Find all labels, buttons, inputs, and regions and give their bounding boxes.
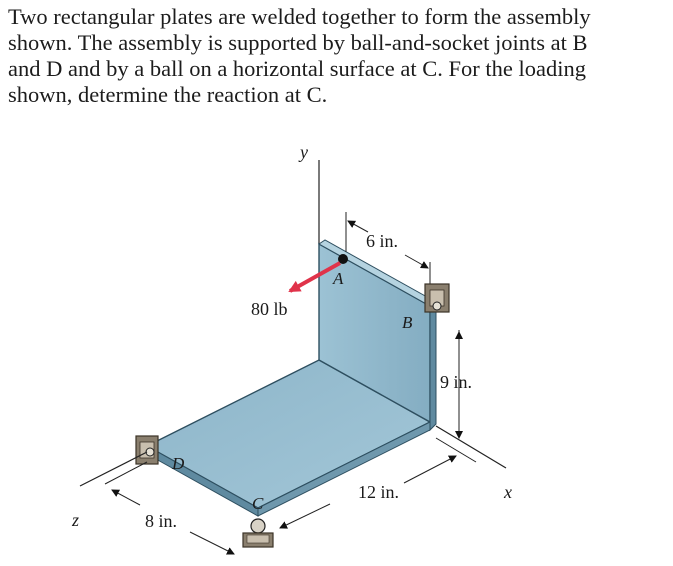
dim-12-ext xyxy=(435,437,477,463)
y-axis-label: y xyxy=(298,142,308,162)
z-axis-label: z xyxy=(71,510,79,530)
problem-paragraph: Two rectangular plates are welded togeth… xyxy=(8,4,668,108)
dim-6-arrow-left xyxy=(347,220,369,233)
dim-9-label: 9 in. xyxy=(440,372,472,392)
dim-12-arrow-right xyxy=(403,455,457,484)
dim-8-arrow-left xyxy=(111,489,141,506)
problem-line-4: shown, determine the reaction at C. xyxy=(8,82,328,107)
point-D-label: D xyxy=(171,454,185,473)
support-C xyxy=(242,518,274,548)
point-C-label: C xyxy=(252,494,264,513)
force-label: 80 lb xyxy=(251,299,288,319)
dim-8-ext xyxy=(104,461,148,485)
force-arrow xyxy=(288,261,341,293)
dim-6-label: 6 in. xyxy=(366,231,398,251)
dim-6-arrow-right xyxy=(404,254,429,269)
problem-line-1: Two rectangular plates are welded togeth… xyxy=(8,4,591,29)
dim-8-arrow-right xyxy=(189,531,235,555)
support-B xyxy=(424,283,450,313)
problem-line-3: and D and by a ball on a horizontal surf… xyxy=(8,56,586,81)
point-A-marker xyxy=(338,254,348,264)
point-A-label: A xyxy=(332,269,344,288)
vertical-plate-edge-side xyxy=(429,301,437,432)
dim-8-label: 8 in. xyxy=(145,511,177,531)
problem-statement: Two rectangular plates are welded togeth… xyxy=(8,4,668,108)
problem-line-2: shown. The assembly is supported by ball… xyxy=(8,30,588,55)
dim-12-arrow-left xyxy=(279,503,331,529)
dim-12-label: 12 in. xyxy=(358,482,399,502)
z-axis xyxy=(79,451,148,487)
support-D xyxy=(135,435,159,465)
x-axis-label: x xyxy=(503,482,512,502)
point-B-label: B xyxy=(402,313,413,332)
x-axis xyxy=(435,425,507,469)
